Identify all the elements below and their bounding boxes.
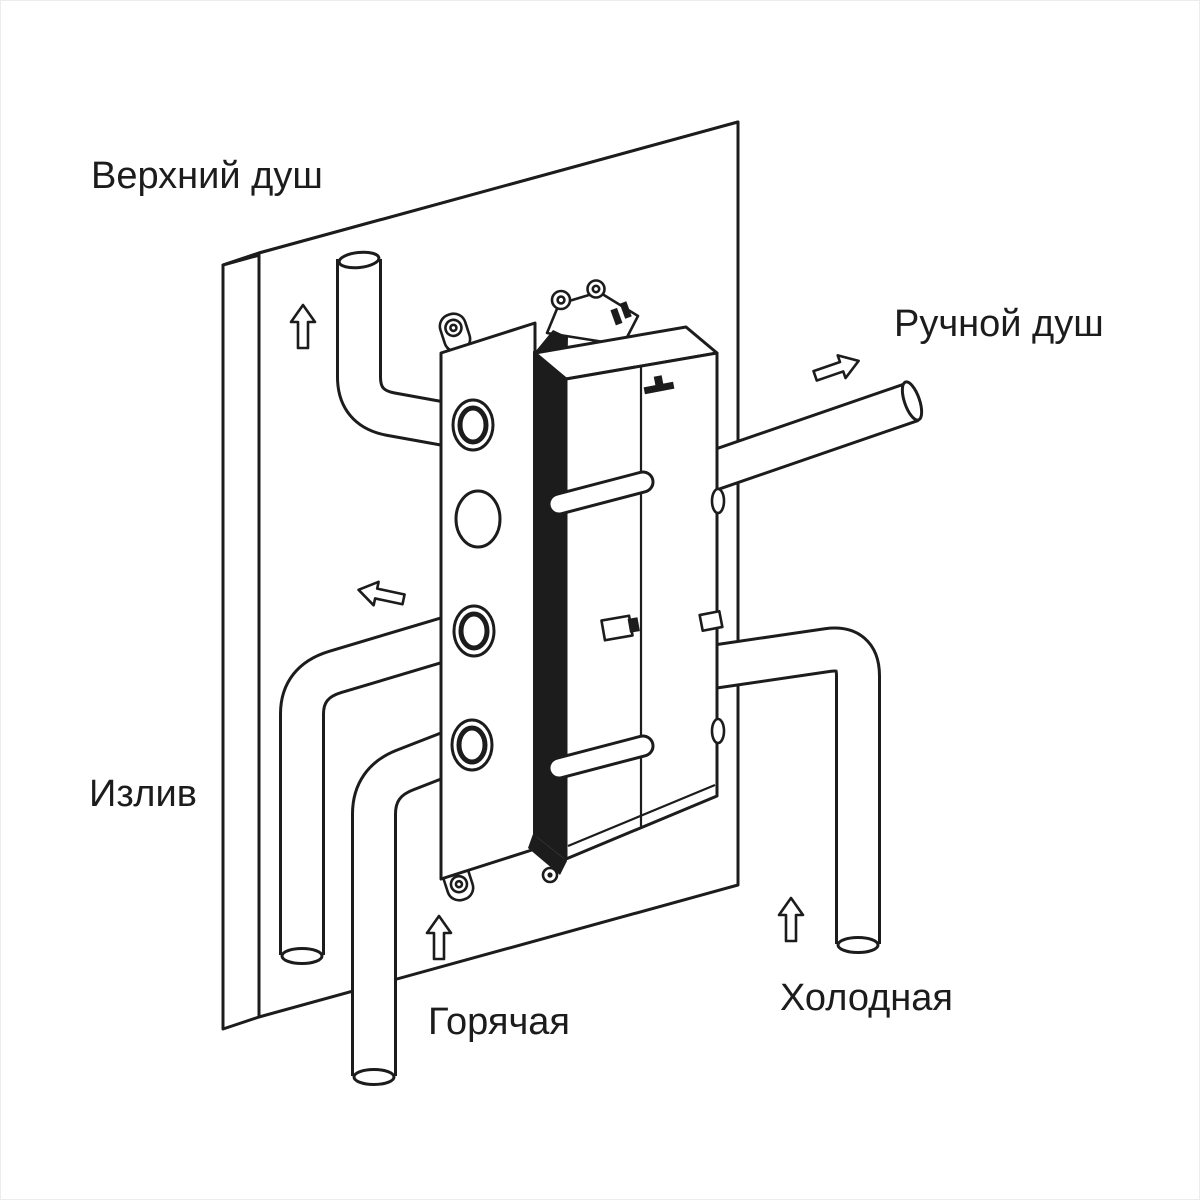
arrow-up-hot-icon [425, 914, 453, 961]
bracket-clip-icon [610, 301, 632, 326]
valve-port-ring-top [451, 398, 495, 452]
edge-notch [710, 487, 726, 515]
label-cold: Холодная [780, 977, 953, 1019]
pipe-cold [701, 626, 881, 954]
arrow-left-spout-icon [357, 580, 406, 607]
pipe-upper-shower [336, 250, 478, 452]
label-hand-shower: Ручной душ [894, 303, 1104, 345]
valve-top-clip-icon [643, 375, 675, 395]
label-spout: Излив [89, 773, 197, 815]
label-hot: Горячая [428, 1001, 570, 1043]
valve-port-oval [454, 489, 502, 549]
edge-notch [710, 717, 726, 745]
pipe-opening [352, 1068, 396, 1086]
valve-top-bracket [545, 279, 640, 347]
valve-mounting-ear-top [438, 312, 472, 353]
pipe-spout [279, 606, 486, 965]
pipe-opening [337, 250, 381, 270]
valve-strap [533, 351, 567, 861]
pipe-opening [280, 947, 324, 965]
arrow-up-cold-icon [777, 896, 805, 943]
pipe-hand-shower [696, 380, 924, 494]
valve-connector-tube-lower [547, 734, 655, 780]
valve-edge-clip [698, 609, 724, 633]
valve-strap-bottom [528, 834, 567, 875]
arrow-right-hand-shower-icon [812, 354, 860, 382]
mixer-valve [438, 279, 726, 902]
wall-panel-side-face [221, 251, 261, 1031]
label-upper-shower: Верхний душ [91, 155, 323, 197]
pipe-opening [836, 936, 880, 954]
valve-side-clip [600, 614, 640, 642]
pipe-opening [900, 380, 924, 422]
valve-screw [541, 866, 559, 884]
valve-port-ring-bottom [450, 718, 494, 772]
arrow-up-upper-shower-icon [289, 303, 317, 350]
valve-connector-tube-upper [547, 470, 655, 516]
pipe-hot [351, 720, 486, 1086]
valve-port-ring-middle [452, 604, 496, 658]
